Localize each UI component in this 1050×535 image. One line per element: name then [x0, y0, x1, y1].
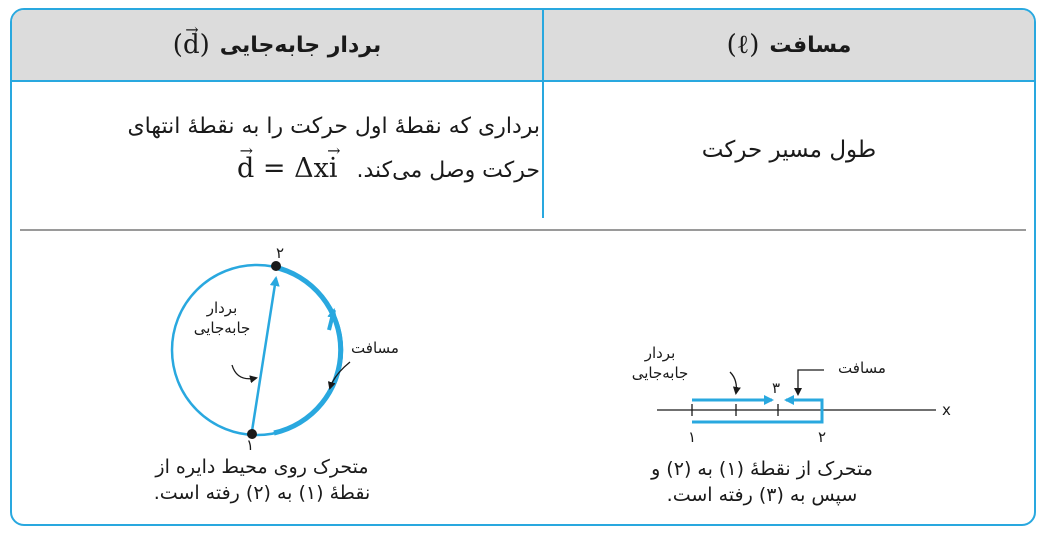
header-distance-label: مسافت — [769, 32, 852, 58]
formula-d-letter: d — [237, 153, 255, 184]
circle-vector-label-2: جابه‌جایی — [194, 319, 251, 337]
line-vector-pointer — [729, 371, 741, 395]
displacement-formula: d→ = Δxi→ — [237, 141, 340, 190]
line-point-3-label: ۳ — [772, 379, 780, 397]
distance-path — [692, 395, 824, 424]
distance-pointer — [327, 361, 351, 390]
circle-figure: ۲ ۱ بردار جابه‌جایی مسافت — [170, 244, 399, 454]
line-vector-label-1: بردار — [644, 344, 676, 362]
line-caption: متحرک از نقطهٔ (۱) به (۲) و سپس به (۳) ر… — [632, 456, 892, 508]
comparison-table: مسافت (ℓ) بردار جابه‌جایی (d) → طول مسیر… — [10, 8, 1036, 526]
line-caption-line1: متحرک از نقطهٔ (۱) به (۲) و — [651, 458, 873, 480]
circle-caption: متحرک روی محیط دایره از نقطهٔ (۱) به (۲)… — [132, 454, 392, 506]
distance-arc — [273, 264, 344, 436]
header-distance-symbol: (ℓ) — [726, 30, 760, 60]
line-figure: x ۱ ۲ ۳ بردار جابه‌جایی مسافت — [632, 344, 951, 446]
figures-svg: ۲ ۱ بردار جابه‌جایی مسافت x ۱ ۲ ۳ بردار … — [170, 244, 951, 454]
header-displacement-label: بردار جابه‌جایی — [219, 32, 382, 58]
displacement-desc-line1: برداری که نقطهٔ اول حرکت را به نقطهٔ انت… — [127, 114, 540, 139]
line-caption-line2: سپس به (۳) رفته است. — [666, 484, 858, 506]
row-divider — [20, 229, 1026, 231]
header-distance: مسافت (ℓ) — [544, 10, 1034, 80]
distance-description: طول مسیر حرکت — [701, 137, 877, 163]
line-point-2-label: ۲ — [818, 428, 826, 446]
vector-arrow-icon: → — [239, 141, 254, 160]
arc-arrow — [327, 308, 337, 331]
point-1-dot — [247, 429, 257, 439]
vector-arrow-icon: → — [327, 141, 341, 160]
circle-caption-line1: متحرک روی محیط دایره از — [155, 456, 369, 478]
line-vector-label-2: جابه‌جایی — [632, 364, 689, 382]
circle-point-1-label: ۱ — [246, 436, 254, 454]
circle-vector-label-1: بردار — [206, 299, 238, 317]
circle-point-2-label: ۲ — [276, 244, 284, 262]
line-distance-label: مسافت — [838, 359, 886, 377]
displacement-vector — [250, 276, 280, 432]
displacement-description: برداری که نقطهٔ اول حرکت را به نقطهٔ انت… — [32, 106, 540, 192]
header-displacement: بردار جابه‌جایی (d) → — [12, 10, 542, 80]
circle-distance-label: مسافت — [351, 339, 399, 357]
formula-i-letter: i — [328, 153, 338, 184]
vector-arrow-icon: → — [185, 20, 199, 39]
table-header — [12, 10, 1034, 82]
x-axis-label: x — [942, 401, 951, 419]
point-2-dot — [271, 261, 281, 271]
formula-d: d→ — [237, 141, 255, 190]
displacement-desc-line2: حرکت وصل می‌کند. d→ = Δxi→ — [32, 141, 540, 192]
circle-caption-line2: نقطهٔ (۱) به (۲) رفته است. — [153, 482, 371, 504]
formula-equals-delta-x: = Δx — [254, 153, 329, 184]
line-point-1-label: ۱ — [688, 428, 696, 446]
line-distance-pointer — [794, 369, 824, 396]
displacement-desc-text: حرکت وصل می‌کند. — [356, 158, 540, 183]
header-displacement-symbol: (d) → — [172, 20, 210, 60]
vector-pointer — [231, 364, 258, 384]
formula-i: i→ — [327, 141, 340, 190]
header-displacement-symbol-text: (d) — [172, 30, 210, 60]
column-divider — [542, 10, 544, 218]
